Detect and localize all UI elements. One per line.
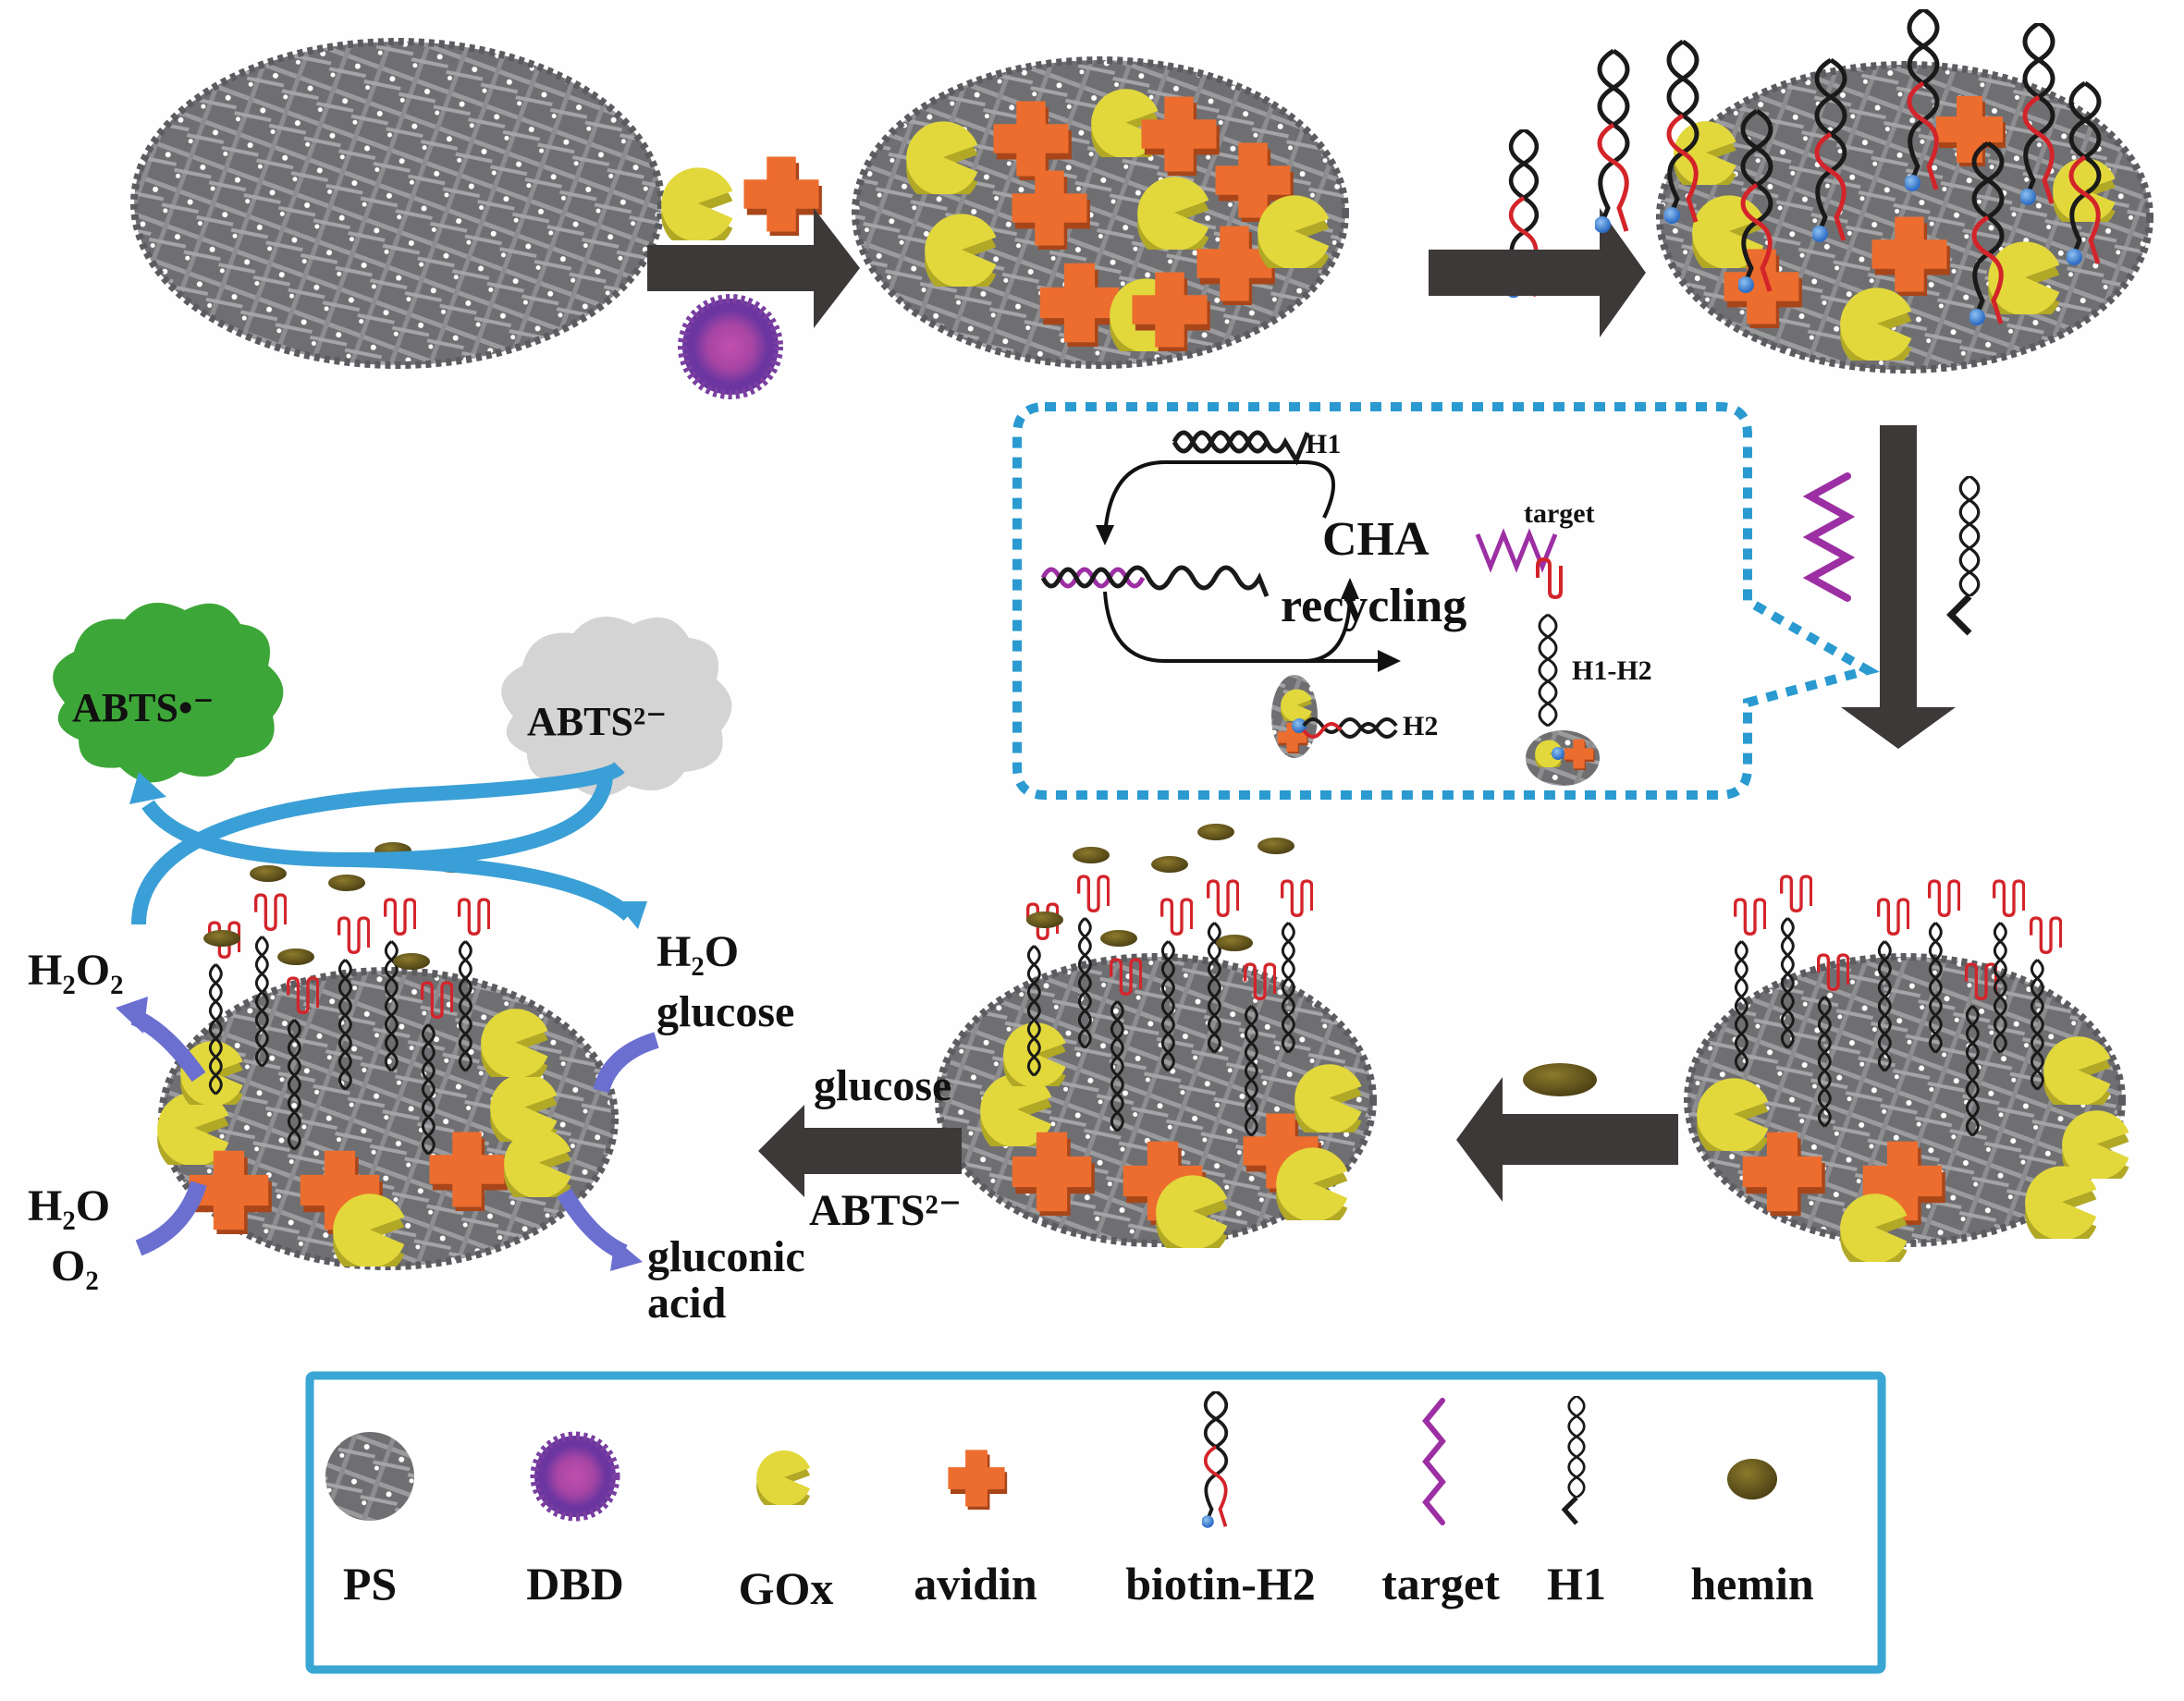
h2o-left-label: H₂O	[28, 1181, 110, 1230]
target-strand	[1475, 528, 1558, 573]
h1-hairpin	[1172, 430, 1310, 466]
recycling-title: recycling	[1281, 580, 1466, 632]
ps-membrane-with-proteins	[852, 56, 1349, 369]
arrow-step4	[1456, 1077, 1678, 1202]
hemin-icon	[1523, 1063, 1597, 1096]
abts-substrate-label: ABTS²⁻	[527, 699, 667, 744]
target-h1-duplex	[1040, 565, 1270, 597]
ps-membrane-after-cha	[1684, 876, 2129, 1262]
legend-item-avidin: avidin	[914, 1450, 1037, 1609]
legend-box: PS DBD GOx avidin biotin-H2 target H1 h	[305, 1371, 1886, 1674]
cloud-abts-substrate: ABTS²⁻	[501, 617, 732, 797]
h1-h2-product	[1526, 557, 1600, 786]
target-label: target	[1524, 498, 1595, 529]
o2-label: O₂	[51, 1242, 99, 1291]
cloud-abts-radical: ABTS•⁻	[53, 603, 284, 783]
legend-label-target: target	[1381, 1558, 1500, 1609]
gluconic-label: gluconic	[647, 1232, 805, 1281]
svg-text:biotin-H2: biotin-H2	[1125, 1558, 1316, 1609]
cha-title: CHA	[1322, 513, 1429, 566]
arrow-step2	[1429, 208, 1646, 337]
arrow-step3	[1841, 425, 1956, 749]
arrow-step1	[647, 208, 860, 328]
h1-h2-label: H1-H2	[1572, 655, 1652, 686]
legend-item-h1: H1	[1547, 1396, 1606, 1609]
glucose-label: glucose	[656, 987, 794, 1036]
h1-step3	[1946, 476, 1979, 636]
abts-arrow-label: ABTS²⁻	[809, 1186, 962, 1235]
ps-icon	[325, 1432, 414, 1521]
hemin-legend-icon	[1727, 1459, 1777, 1499]
h2-on-membrane	[1271, 675, 1398, 758]
target-legend-icon	[1422, 1398, 1446, 1525]
svg-text:DBD: DBD	[526, 1558, 624, 1609]
h1-label: H1	[1306, 429, 1341, 459]
arrowhead-icon	[1096, 525, 1114, 545]
step1-reagents	[661, 156, 822, 399]
dbd-icon	[678, 294, 783, 399]
svg-text:H1: H1	[1547, 1558, 1606, 1609]
legend-item-gox: GOx	[739, 1450, 834, 1614]
avidin-icon	[743, 156, 822, 236]
gox-icon	[661, 167, 733, 240]
acid-label: acid	[647, 1279, 727, 1328]
h2o-right-label: H₂O	[656, 927, 739, 976]
legend-item-biotin-h2: biotin-H2	[1125, 1391, 1316, 1609]
peroxidase-flow-arrows	[129, 761, 647, 929]
glucose-arrow-label: glucose	[814, 1061, 951, 1110]
ps-membrane-bare	[130, 38, 665, 369]
svg-text:avidin: avidin	[914, 1558, 1037, 1609]
legend-item-hemin: hemin	[1690, 1459, 1814, 1609]
arrow-step5	[758, 1105, 962, 1197]
legend-item-dbd: DBD	[526, 1431, 624, 1609]
hemin-step-reagent	[1523, 1063, 1597, 1096]
ps-membrane-with-h2	[1594, 9, 2153, 373]
svg-text:hemin: hemin	[1690, 1558, 1814, 1609]
target-strand-step3	[1802, 472, 1856, 602]
ps-membrane-with-hemin	[935, 824, 1377, 1248]
gox-flow-arrows	[116, 997, 659, 1271]
ps-membrane-catalytic	[157, 842, 619, 1270]
h2o2-label: H₂O₂	[28, 946, 123, 995]
abts-radical-label: ABTS•⁻	[72, 685, 215, 730]
cha-recycling-panel: H1 CHA recycling target H2	[1012, 402, 1880, 800]
flow-arrowhead-icon	[129, 772, 166, 804]
legend-item-ps: PS	[325, 1432, 414, 1609]
h2-label: H2	[1403, 711, 1438, 741]
svg-text:PS: PS	[343, 1558, 397, 1609]
svg-text:GOx: GOx	[739, 1562, 834, 1614]
